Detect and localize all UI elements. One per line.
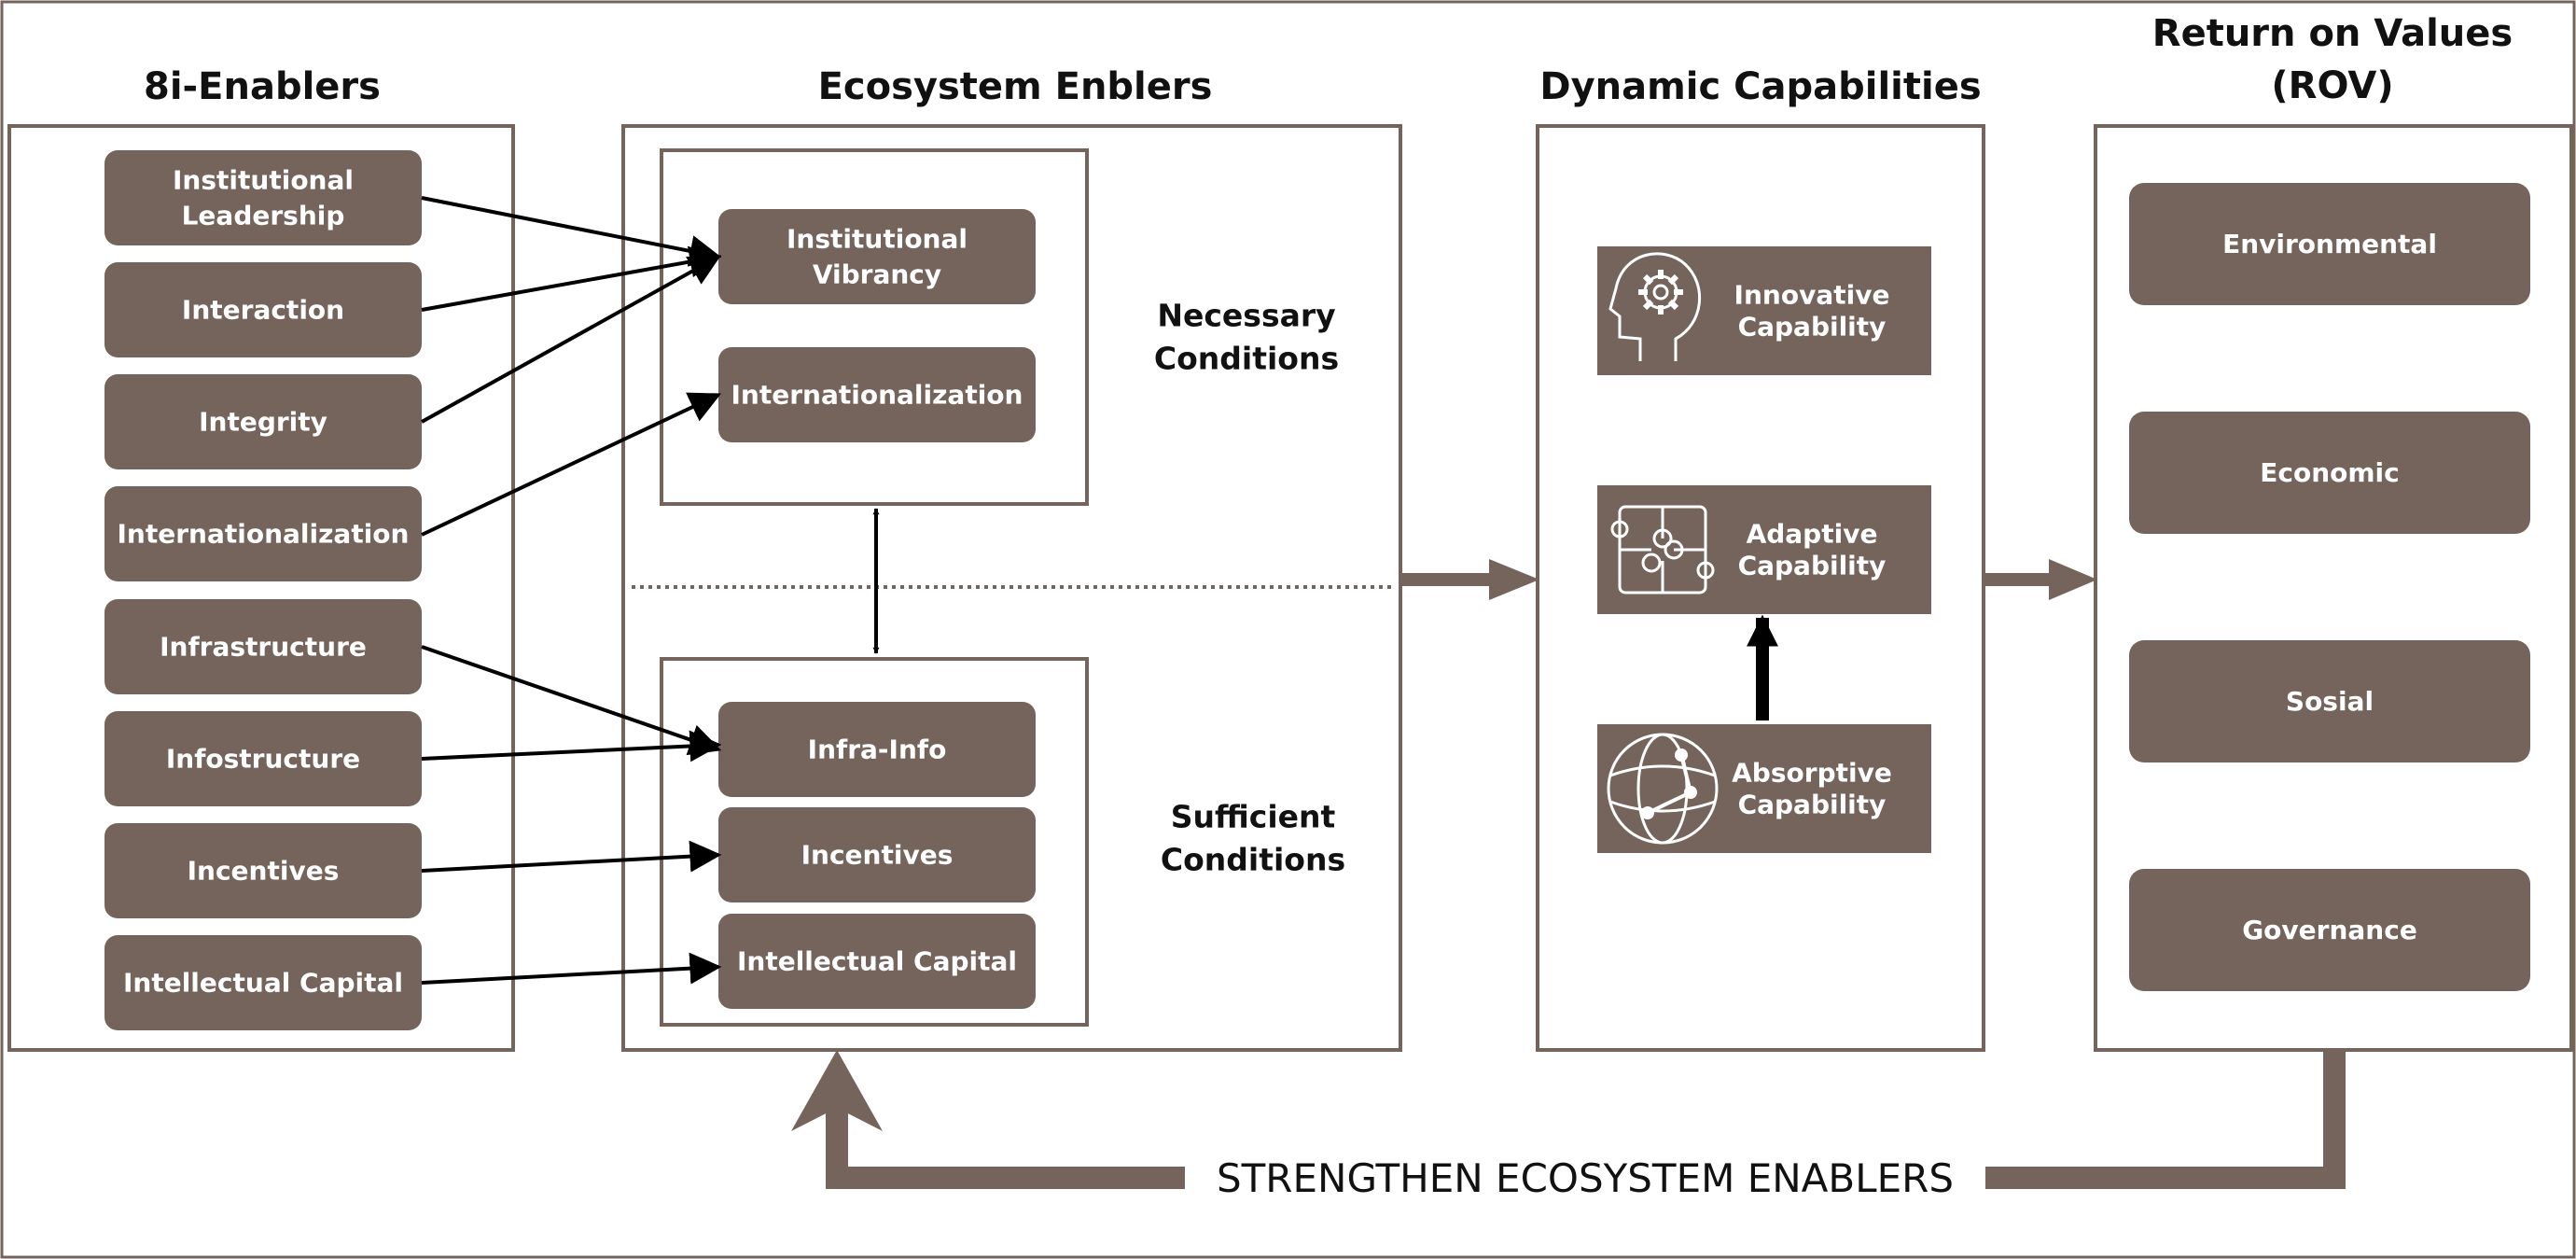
enabler-institutional-leadership-bg xyxy=(104,150,422,245)
enabler-infrastructure: Infrastructure xyxy=(104,599,422,694)
necessary-internationalization: Internationalization xyxy=(718,347,1036,442)
connector-arrow xyxy=(421,392,722,537)
feedback-loop-connector xyxy=(791,1050,2346,1189)
sufficient-incentives-bg xyxy=(718,807,1036,902)
enabler-infrastructure-bg xyxy=(104,599,422,694)
flow-arrow-capabilities-to-rov xyxy=(1985,559,2097,600)
enabler-infostructure: Infostructure xyxy=(104,711,422,806)
enabler-intellectual-capital: Intellectual Capital xyxy=(104,935,422,1030)
enabler-interaction-bg xyxy=(104,262,422,357)
enabler-integrity: Integrity xyxy=(104,374,422,469)
rov-sosial-bg xyxy=(2129,640,2530,762)
rov-governance: Governance xyxy=(2129,869,2530,991)
enabler-internationalization-label: Internationalization xyxy=(118,519,410,550)
dynamic-capabilities-title: Dynamic Capabilities xyxy=(1539,65,1981,108)
ecosystem-enablers-title: Ecosystem Enblers xyxy=(818,65,1213,108)
enablers-8i-panel xyxy=(7,124,515,1052)
necessary-conditions-group xyxy=(660,148,1089,506)
ecosystem-enablers-panel xyxy=(621,124,1402,1052)
enabler-integrity-bg xyxy=(104,374,422,469)
rov-title: Return on Values(ROV) xyxy=(2152,12,2513,107)
enabler-internationalization-bg xyxy=(104,486,422,581)
flow-arrow-ecosystem-to-capabilities xyxy=(1402,559,1539,600)
rov-economic: Economic xyxy=(2129,412,2530,534)
enabler-intellectual-capital-label: Intellectual Capital xyxy=(123,968,403,999)
enabler-incentives-bg xyxy=(104,823,422,918)
puzzle-icon xyxy=(1610,505,1715,595)
necessary-institutional-vibrancy-bg xyxy=(718,209,1036,304)
sufficient-infra-info-label: Infra-Info xyxy=(808,734,947,765)
sufficient-infra-info-bg xyxy=(718,702,1036,797)
rov-governance-bg xyxy=(2129,869,2530,991)
enabler-integrity-label: Integrity xyxy=(199,407,327,438)
feedback-loop-label: STRENGTHEN ECOSYSTEM ENABLERS xyxy=(1217,1155,1954,1201)
sufficient-incentives-label: Incentives xyxy=(801,840,954,871)
rov-sosial-label: Sosial xyxy=(2286,686,2374,717)
sufficient-intellectual-capital: Intellectual Capital xyxy=(718,914,1036,1009)
necessary-internationalization-label: Internationalization xyxy=(731,380,1023,411)
globe-network-icon xyxy=(1607,733,1719,845)
capability-absorptive-capability-bg xyxy=(1597,724,1931,853)
connector-arrow xyxy=(421,952,722,985)
enabler-infostructure-label: Infostructure xyxy=(166,744,360,775)
enabler-incentives: Incentives xyxy=(104,823,422,918)
dynamic-capabilities-panel xyxy=(1536,124,1985,1052)
sufficient-incentives: Incentives xyxy=(718,807,1036,902)
rov-panel xyxy=(2094,124,2573,1052)
enabler-infostructure-bg xyxy=(104,711,422,806)
rov-economic-label: Economic xyxy=(2260,457,2400,488)
connector-arrow xyxy=(421,245,722,312)
connector-arrow xyxy=(421,255,721,424)
rov-governance-label: Governance xyxy=(2242,915,2417,945)
necessary-internationalization-bg xyxy=(718,347,1036,442)
sufficient-infra-info: Infra-Info xyxy=(718,702,1036,797)
head-gear-icon xyxy=(1608,252,1702,361)
sufficient-intellectual-capital-label: Intellectual Capital xyxy=(737,946,1017,977)
enablers-8i-title: 8i-Enablers xyxy=(144,65,381,108)
enabler-internationalization: Internationalization xyxy=(104,486,422,581)
enabler-connector-arrows xyxy=(421,196,722,985)
rov-sosial: Sosial xyxy=(2129,640,2530,762)
connector-arrow xyxy=(421,645,722,756)
enabler-infrastructure-label: Infrastructure xyxy=(160,632,367,663)
sufficient-conditions-group xyxy=(660,657,1089,1027)
enabler-interaction-label: Interaction xyxy=(182,295,344,326)
enabler-interaction: Interaction xyxy=(104,262,422,357)
connector-arrow xyxy=(421,730,722,762)
rov-environmental-label: Environmental xyxy=(2222,229,2437,259)
connector-arrow xyxy=(421,196,722,267)
rov-economic-bg xyxy=(2129,412,2530,534)
connector-arrow xyxy=(421,840,722,873)
rov-environmental: Environmental xyxy=(2129,183,2530,305)
rov-environmental-bg xyxy=(2129,183,2530,305)
sufficient-intellectual-capital-bg xyxy=(718,914,1036,1009)
enabler-incentives-label: Incentives xyxy=(188,856,340,887)
enabler-intellectual-capital-bg xyxy=(104,935,422,1030)
capability-innovative-capability-bg xyxy=(1597,246,1931,375)
